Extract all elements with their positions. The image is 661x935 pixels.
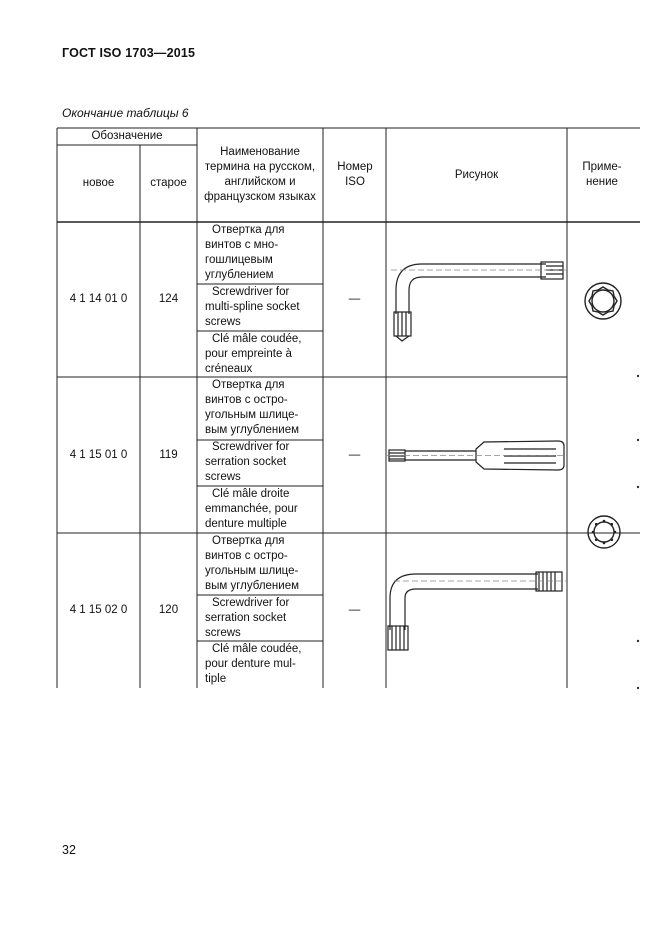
page-number: 32 bbox=[62, 843, 76, 857]
term-line: вым углублением bbox=[205, 580, 300, 592]
header-term: Наименование термина на русском, английс… bbox=[204, 146, 316, 203]
row2-new: 4 1 15 01 0 bbox=[69, 448, 128, 461]
term-line: Clé mâle coudée, bbox=[212, 643, 302, 655]
term-line: Отвертка для bbox=[212, 535, 285, 547]
term-line: винтов с остро- bbox=[205, 394, 288, 406]
row2-term-en: Screwdriver for serration socket screws bbox=[197, 440, 323, 486]
table-caption: Окончание таблицы 6 bbox=[62, 106, 189, 120]
term-line: Screwdriver for bbox=[212, 597, 290, 609]
term-line: créneaux bbox=[205, 363, 253, 375]
row3-old: 120 bbox=[158, 604, 179, 616]
spline-socket-icon bbox=[584, 282, 622, 320]
header-old: старое bbox=[150, 177, 187, 189]
term-line: screws bbox=[205, 316, 241, 328]
term-line: tiple bbox=[205, 673, 227, 685]
row1-iso: — bbox=[348, 293, 361, 305]
term-line: винтов с остро- bbox=[205, 550, 288, 562]
term-line: винтов с мно- bbox=[205, 239, 279, 251]
term-line: Clé mâle coudée, bbox=[212, 333, 302, 345]
term-line: serration socket bbox=[205, 612, 287, 624]
row2-term-ru: Отвертка для винтов с остро- угольным шл… bbox=[197, 378, 323, 440]
term-line: углублением bbox=[205, 269, 274, 281]
term-line: Screwdriver for bbox=[212, 286, 290, 298]
header-note: Приме-нение bbox=[582, 161, 622, 188]
row3-term-fr: Clé mâle coudée, pour denture mul- tiple bbox=[197, 642, 323, 688]
term-line: угольным шлице- bbox=[205, 409, 299, 421]
l-shaped-serration-key-icon bbox=[387, 571, 567, 651]
term-line: Отвертка для bbox=[212, 224, 285, 236]
term-line: emmanchée, pour bbox=[205, 503, 298, 515]
header-designation: Обозначение bbox=[91, 130, 163, 142]
term-line: screws bbox=[205, 471, 241, 483]
header-new: новое bbox=[82, 177, 115, 189]
term-line: pour empreinte à bbox=[205, 348, 292, 360]
serration-socket-icon bbox=[587, 515, 621, 549]
row1-old: 124 bbox=[158, 293, 179, 305]
term-line: pour denture mul- bbox=[205, 658, 296, 670]
row2-iso: — bbox=[348, 448, 361, 461]
document-code: ГОСТ ISO 1703—2015 bbox=[62, 46, 196, 60]
row1-term-fr: Clé mâle coudée, pour empreinte à crénea… bbox=[197, 332, 323, 377]
term-line: гошлицевым bbox=[205, 254, 273, 266]
term-line: Screwdriver for bbox=[212, 441, 290, 453]
term-line: denture multiple bbox=[205, 518, 287, 530]
row3-term-en: Screwdriver for serration socket screws bbox=[197, 596, 323, 641]
term-line: multi-spline socket bbox=[205, 301, 300, 313]
l-shaped-hex-key-icon bbox=[391, 261, 567, 342]
header-iso: Номер ISO bbox=[337, 161, 373, 188]
straight-screwdriver-icon bbox=[386, 440, 567, 471]
term-line: serration socket bbox=[205, 456, 287, 468]
row1-new: 4 1 14 01 0 bbox=[69, 293, 128, 305]
term-line: вым углублением bbox=[205, 424, 300, 436]
row2-term-fr: Clé mâle droite emmanchée, pour denture … bbox=[197, 487, 323, 533]
term-line: угольным шлице- bbox=[205, 565, 299, 577]
row1-term-en: Screwdriver for multi-spline socket scre… bbox=[197, 285, 323, 331]
term-line: Отвертка для bbox=[212, 379, 285, 391]
row3-new: 4 1 15 02 0 bbox=[69, 604, 128, 616]
row3-term-ru: Отвертка для винтов с остро- угольным шл… bbox=[197, 534, 323, 595]
row3-iso: — bbox=[348, 604, 361, 616]
row2-old: 119 bbox=[159, 448, 178, 461]
term-line: screws bbox=[205, 627, 241, 639]
term-line: Clé mâle droite bbox=[212, 488, 290, 500]
row1-term-ru: Отвертка для винтов с мно- гошлицевым уг… bbox=[197, 223, 323, 284]
header-figure: Рисунок bbox=[454, 168, 499, 181]
